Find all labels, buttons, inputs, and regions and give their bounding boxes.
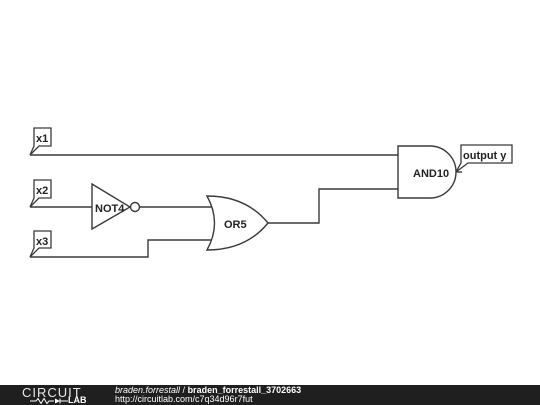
- author-link[interactable]: braden.forrestall: [115, 385, 181, 395]
- credit-line: braden.forrestall / braden_forrestall_37…: [115, 386, 301, 395]
- and-gate[interactable]: AND10: [397, 145, 457, 199]
- and-gate-body: [397, 145, 457, 199]
- wire-or-to-and: [268, 188, 398, 224]
- input-x2[interactable]: x2: [29, 179, 52, 208]
- and-gate-label: AND10: [413, 168, 449, 180]
- input-x3-label: x3: [36, 236, 48, 248]
- input-x1[interactable]: x1: [29, 127, 52, 156]
- not-gate[interactable]: NOT4: [91, 182, 141, 231]
- circuitlab-logo-sub: LAB: [68, 395, 87, 405]
- wire-x3-to-or: [30, 239, 214, 258]
- footer-bar: CIRCUIT LAB braden.forrestall / braden_f…: [0, 385, 540, 405]
- circuitlab-logo-text: CIRCUIT: [22, 385, 82, 400]
- input-x3[interactable]: x3: [29, 230, 52, 258]
- output-y-label: output y: [463, 150, 507, 162]
- input-flag-shape: [29, 127, 52, 156]
- or-gate-body: [205, 195, 269, 251]
- not-gate-label: NOT4: [95, 203, 125, 215]
- credit-separator: /: [180, 385, 188, 395]
- circuit-url-link[interactable]: http://circuitlab.com/c7q34d96r7fut: [115, 394, 253, 404]
- resistor-icon: [30, 398, 68, 404]
- or-gate-label: OR5: [224, 219, 247, 231]
- input-flag-shape: [29, 230, 52, 258]
- output-flag-shape: [455, 144, 513, 173]
- schematic-canvas: x1 x2 x3 NOT4 OR5 AND10 output y: [29, 127, 513, 258]
- output-y[interactable]: output y: [455, 144, 513, 173]
- input-flag-shape: [29, 179, 52, 208]
- input-x2-label: x2: [36, 185, 48, 197]
- input-x1-label: x1: [36, 133, 48, 145]
- not-gate-bubble: [129, 201, 141, 213]
- circuit-title[interactable]: braden_forrestall_3702663: [187, 385, 302, 395]
- or-gate[interactable]: OR5: [205, 195, 269, 251]
- not-gate-body: [91, 182, 132, 231]
